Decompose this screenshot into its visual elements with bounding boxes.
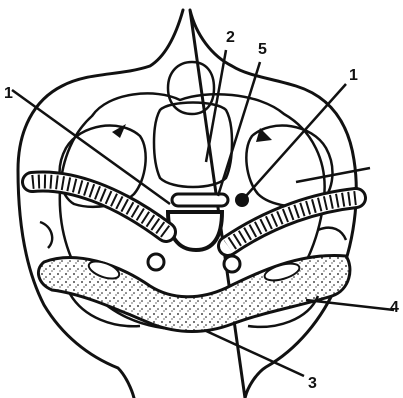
vertebral-spine	[168, 62, 214, 114]
right-side-feature	[318, 228, 346, 240]
stippled-band	[38, 255, 349, 331]
left-side-feature	[40, 222, 52, 248]
right-vessel	[228, 198, 356, 246]
label-5: 5	[258, 41, 267, 58]
label-1a: 1	[4, 85, 13, 102]
right-small-node	[224, 256, 240, 272]
leader-line-4	[306, 300, 394, 310]
label-3: 3	[308, 375, 317, 392]
label-1b: 1	[349, 67, 358, 84]
label-4: 4	[390, 299, 399, 316]
left-small-node	[148, 254, 164, 270]
connector-bar	[172, 194, 228, 206]
leader-line-5	[218, 62, 260, 196]
label-2: 2	[226, 29, 235, 46]
leader-line-3	[204, 330, 304, 376]
